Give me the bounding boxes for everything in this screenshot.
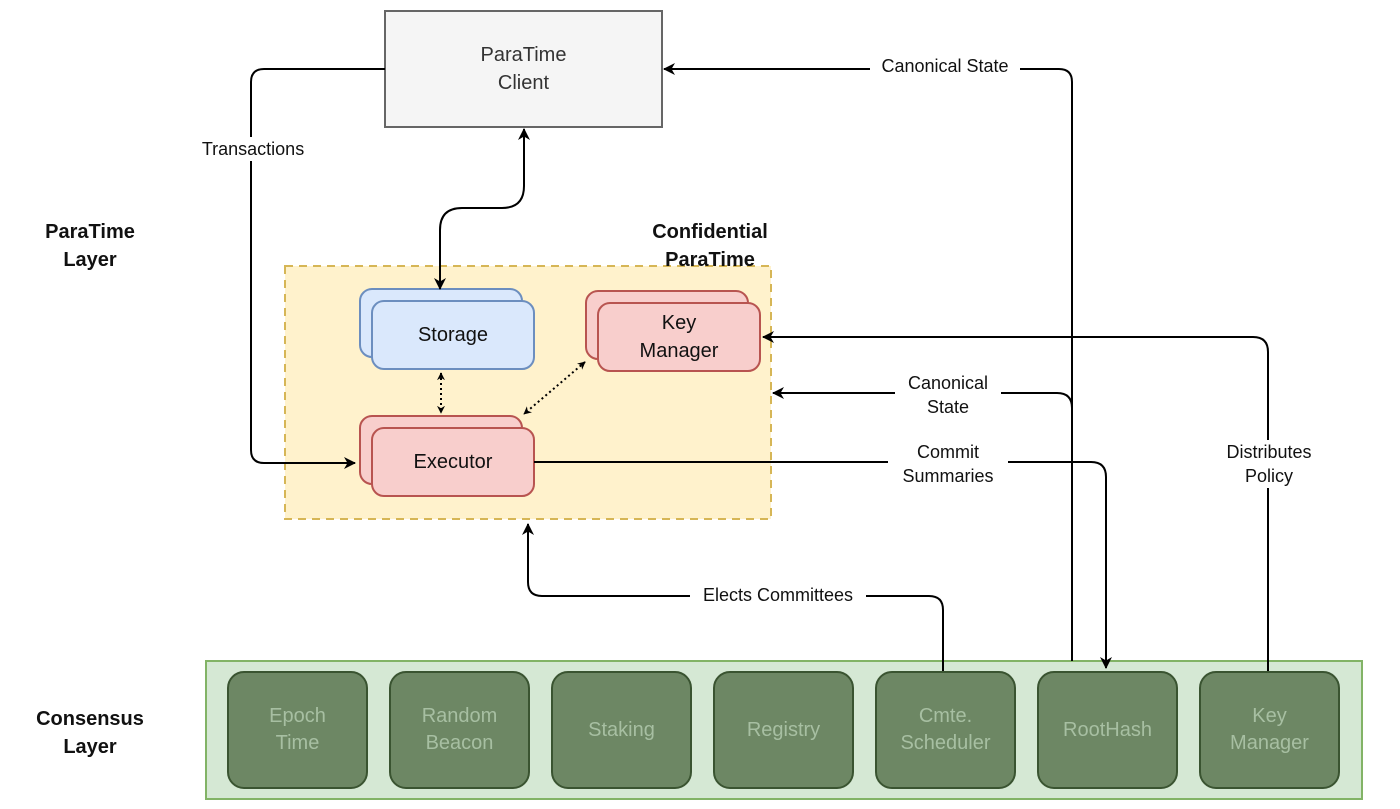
consensus-service-staking[interactable] <box>551 671 692 789</box>
executor-label: Executor <box>413 451 493 473</box>
canonical-state-client-label: Canonical State <box>870 54 1020 78</box>
confidential-paratime-label: Confidential ParaTime <box>652 221 768 271</box>
consensus-service-label-registry: Registry <box>746 718 821 741</box>
distributes-policy-label: Distributes Policy <box>1214 440 1324 488</box>
commit-summaries-label: Commit Summaries <box>888 440 1008 488</box>
consensus-service-label-key-manager: Key Manager <box>1230 705 1309 754</box>
edge-commit-summaries <box>534 461 1112 669</box>
consensus-service-epoch-time[interactable] <box>227 671 368 789</box>
consensus-service-cmte-scheduler[interactable] <box>875 671 1016 789</box>
elects-committees-label: Elects Committees <box>690 583 866 607</box>
edge-distributes-policy <box>762 331 1269 671</box>
consensus-service-roothash[interactable] <box>1037 671 1178 789</box>
edge-keymanager-executor <box>523 361 586 415</box>
storage-label: Storage <box>417 324 489 346</box>
consensus-layer-label: Consensus Layer <box>36 708 144 758</box>
consensus-service-label-cmte-scheduler: Cmte. Scheduler <box>900 705 991 754</box>
key-manager-box[interactable] <box>597 302 761 372</box>
edge-transactions <box>250 68 385 469</box>
edge-canonical-state-client <box>663 63 1073 661</box>
consensus-service-key-manager[interactable] <box>1199 671 1340 789</box>
canonical-state-paratime-label: Canonical State <box>895 371 1001 419</box>
transactions-label: Transactions <box>192 137 314 161</box>
consensus-service-label-roothash: RootHash <box>1063 718 1152 741</box>
key-manager-label: Key Manager <box>639 312 719 362</box>
consensus-service-label-random-beacon: Random Beacon <box>421 705 498 754</box>
paratime-client-label: ParaTime Client <box>480 44 567 94</box>
consensus-service-registry[interactable] <box>713 671 854 789</box>
storage-box[interactable] <box>371 300 535 370</box>
paratime-client-box[interactable] <box>384 10 663 128</box>
consensus-service-label-staking: Staking <box>588 718 655 741</box>
edge-canonical-state-paratime <box>772 387 1073 409</box>
consensus-services <box>227 671 1340 789</box>
consensus-service-label-epoch-time: Epoch Time <box>269 705 326 754</box>
consensus-service-random-beacon[interactable] <box>389 671 530 789</box>
edge-storage-client <box>434 128 530 290</box>
paratime-layer-label: ParaTime Layer <box>45 221 135 271</box>
